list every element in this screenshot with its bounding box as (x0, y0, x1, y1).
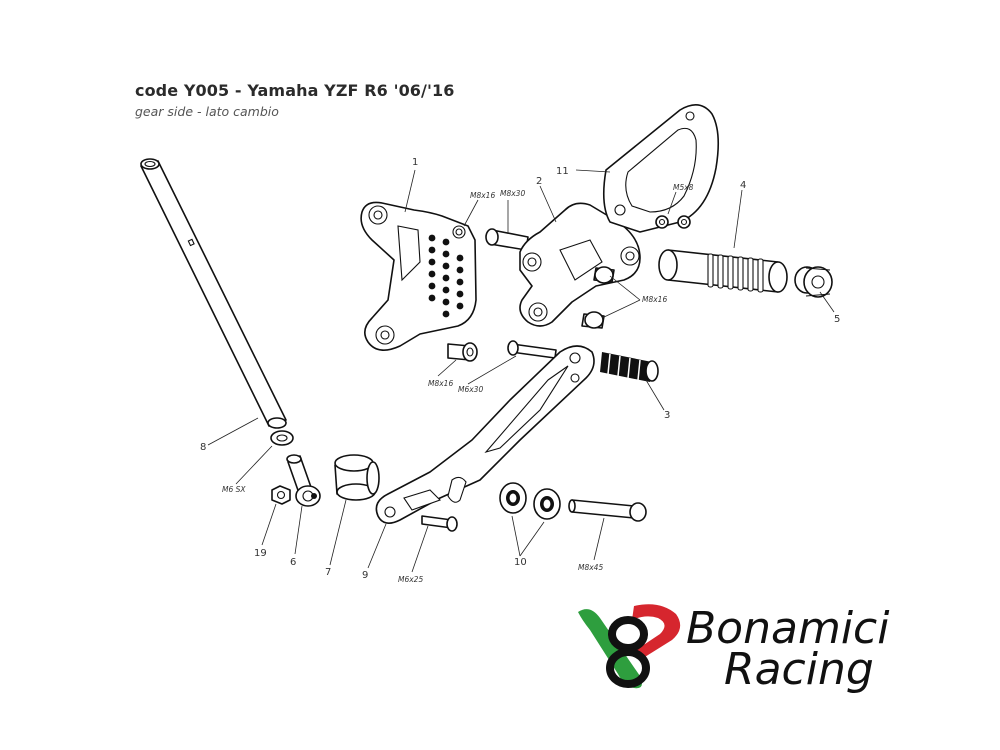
part-6-rod-end (286, 454, 321, 507)
nut-m6sx (270, 430, 294, 446)
logo-emblem (578, 604, 681, 689)
callout-4: 4 (740, 180, 746, 191)
callout-19: 19 (254, 548, 267, 559)
spec-m8x45: M8x45 (578, 563, 603, 572)
bolts-m5x8 (655, 215, 691, 229)
part-8-rod (140, 158, 287, 429)
callout-6: 6 (290, 557, 296, 568)
spec-m8x16-lower: M8x16 (428, 379, 453, 388)
callout-7: 7 (325, 567, 331, 578)
callout-9: 9 (362, 570, 368, 581)
spec-m8x16-top: M8x16 (470, 191, 495, 200)
bolt-m8x16-lower (447, 342, 478, 362)
spec-m8x30: M8x30 (500, 189, 525, 198)
spec-m5x8: M5x8 (673, 183, 694, 192)
spec-m8x16-right: M8x16 (642, 295, 667, 304)
bonamici-racing-logo: Bonamici Racing (578, 603, 890, 695)
part-4-footpeg (658, 249, 788, 293)
callout-5: 5 (834, 314, 840, 325)
bolt-m6x30 (507, 340, 557, 359)
diagram-subtitle: gear side - lato cambio (135, 104, 279, 119)
part-9-gear-lever (375, 345, 595, 524)
part-10-bearings (499, 482, 561, 520)
callout-10: 10 (514, 557, 527, 568)
diagram-title: code Y005 - Yamaha YZF R6 '06/'16 (135, 81, 455, 100)
spec-m6sx: M6 SX (222, 485, 246, 494)
spec-m6x25: M6x25 (398, 575, 423, 584)
part-5-end-cap (794, 266, 833, 298)
part-1-bracket-plate (360, 201, 477, 351)
bolt-m6x25 (421, 515, 458, 532)
logo-text-bonamici: Bonamici (686, 603, 890, 654)
part-3-shift-rubber (600, 352, 659, 382)
callout-2: 2 (536, 176, 542, 187)
part-2-peg-mount (519, 202, 641, 327)
callout-1: 1 (412, 157, 418, 168)
bolt-m8x45 (568, 499, 647, 522)
bolts-m8x16-part2 (581, 266, 615, 329)
part-11-heel-guard (602, 104, 720, 233)
callout-8: 8 (200, 442, 206, 453)
leader-lines (207, 169, 835, 573)
callout-11: 11 (556, 166, 569, 177)
part-19-nut (271, 485, 291, 505)
spec-m6x30: M6x30 (458, 385, 483, 394)
bolt-m8x30 (485, 228, 529, 251)
callout-3: 3 (664, 410, 670, 421)
logo-text-racing: Racing (724, 644, 874, 695)
part-7-spacer (334, 454, 380, 501)
